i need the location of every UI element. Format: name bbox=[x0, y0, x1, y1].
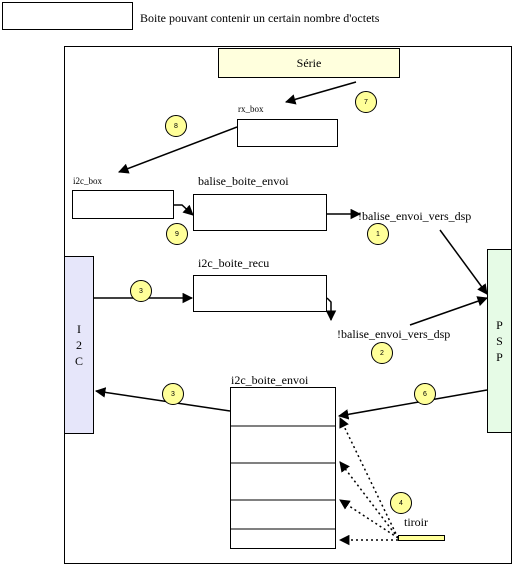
psp-letter-1: P bbox=[496, 318, 503, 332]
step-badge: 6 bbox=[414, 383, 436, 405]
i2c-boite-envoi-label: i2c_boite_envoi bbox=[231, 373, 309, 387]
arrow-signal-to-psp bbox=[439, 229, 488, 295]
rx-box bbox=[237, 119, 338, 147]
arrow-recu-to-not-signal bbox=[325, 297, 337, 322]
psp-block: P S P bbox=[487, 249, 512, 433]
i2c-boite-envoi-stack bbox=[230, 387, 336, 549]
arrow-serie-to-rx bbox=[284, 81, 357, 105]
dotted-arrow-2 bbox=[339, 461, 399, 539]
psp-letter-3: P bbox=[496, 350, 503, 364]
i2c-letter-3: C bbox=[74, 354, 83, 368]
balise-boite-envoi-box bbox=[193, 194, 327, 231]
step-badge: 7 bbox=[355, 91, 377, 113]
i2c-block: I 2 C bbox=[64, 256, 94, 434]
step-badge: 9 bbox=[166, 223, 188, 245]
i2c-boite-recu-label: i2c_boite_recu bbox=[198, 256, 270, 270]
balise-envoi-vers-dsp-label: !balise_envoi_vers_dsp bbox=[358, 209, 472, 223]
step-badge: 1 bbox=[367, 223, 389, 245]
step-badge: 2 bbox=[371, 342, 393, 364]
i2c-letter-1: I bbox=[77, 322, 81, 336]
dotted-arrow-1 bbox=[339, 417, 399, 539]
balise-boite-envoi-label: balise_boite_envoi bbox=[198, 174, 289, 188]
arrow-not-signal-to-psp bbox=[409, 296, 488, 326]
arrow-i2c-box-to-balise bbox=[174, 204, 194, 216]
serie-label: Série bbox=[296, 56, 322, 70]
i2c-boite-recu-box bbox=[193, 275, 327, 312]
step-badge: 4 bbox=[390, 492, 412, 514]
arrow-psp-to-envoi bbox=[337, 389, 488, 420]
tiroir-label: tiroir bbox=[404, 515, 428, 529]
arrow-rx-to-i2c-box bbox=[118, 126, 238, 174]
serie-block: Série bbox=[218, 48, 400, 78]
step-badge: 8 bbox=[165, 115, 187, 137]
i2c-box bbox=[72, 190, 174, 219]
step-badge: 3 bbox=[162, 383, 184, 405]
arrow-envoi-to-i2c bbox=[94, 387, 231, 412]
step-badge: 3 bbox=[130, 280, 152, 302]
i2c-letter-2: 2 bbox=[76, 338, 82, 352]
dotted-arrow-3 bbox=[339, 499, 399, 539]
rx-box-label: rx_box bbox=[238, 104, 264, 114]
i2c-box-label: i2c_box bbox=[73, 176, 102, 186]
psp-letter-2: S bbox=[496, 334, 503, 348]
not-balise-envoi-vers-dsp-label: !balise_envoi_vers_dsp bbox=[337, 327, 451, 341]
legend-swatch bbox=[2, 2, 133, 30]
tiroir-box bbox=[398, 535, 445, 541]
legend-text: Boite pouvant contenir un certain nombre… bbox=[140, 11, 380, 25]
